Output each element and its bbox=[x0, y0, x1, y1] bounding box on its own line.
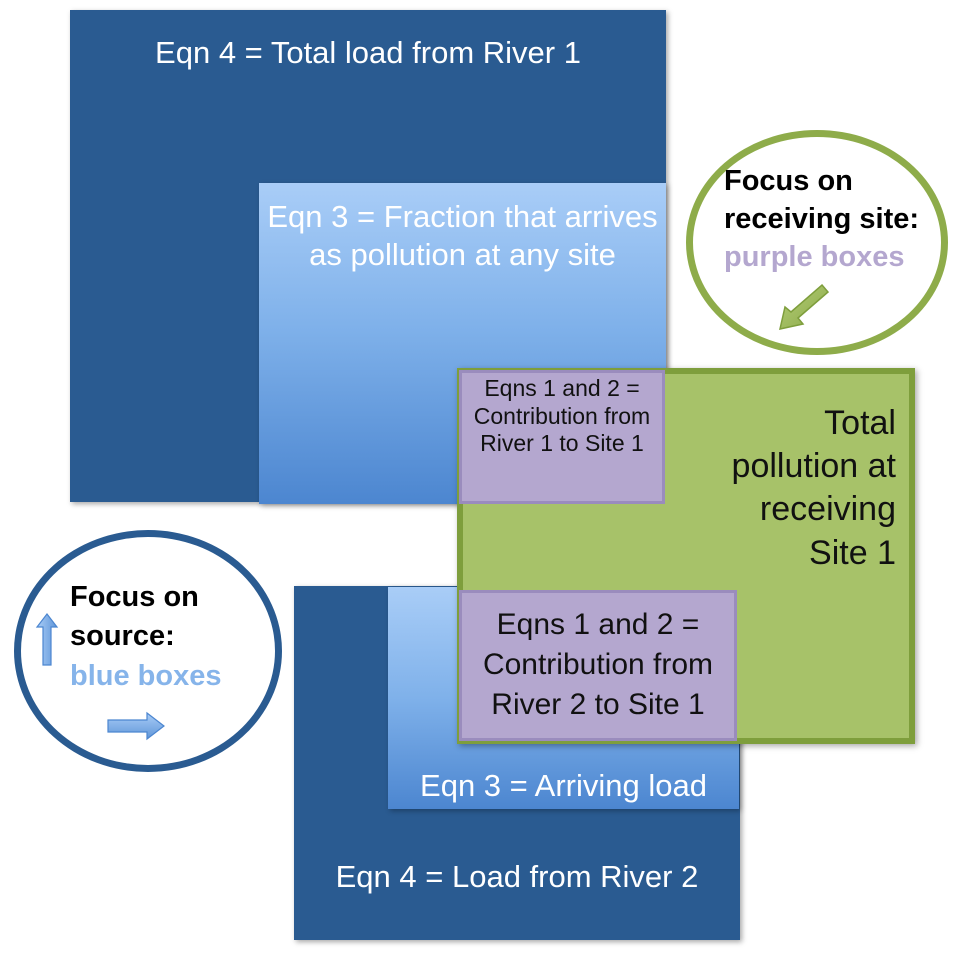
focus-source-line2: source: bbox=[70, 620, 175, 652]
river2-contribution-box bbox=[459, 590, 737, 741]
site1-total-pollution-label: Total pollution at receiving Site 1 bbox=[731, 404, 896, 572]
focus-source-line3: blue boxes bbox=[70, 660, 222, 692]
river1-contribution-label: Eqns 1 and 2 = Contribution from River 1… bbox=[473, 375, 651, 457]
river1-fraction-label: Eqn 3 = Fraction that arrives as polluti… bbox=[267, 199, 658, 272]
focus-receiving-circle bbox=[686, 130, 948, 355]
arrow-up-icon bbox=[35, 613, 59, 666]
focus-receiving-line3: purple boxes bbox=[724, 241, 905, 273]
arrow-down-left-icon bbox=[779, 283, 830, 330]
river1-contribution-box bbox=[459, 370, 665, 504]
river2-arriving-load-label: Eqn 3 = Arriving load bbox=[420, 768, 707, 803]
river1-total-load-label: Eqn 4 = Total load from River 1 bbox=[155, 35, 581, 70]
focus-receiving-line2: receiving site: bbox=[724, 203, 920, 235]
arrow-right-icon bbox=[107, 711, 165, 741]
river2-load-label: Eqn 4 = Load from River 2 bbox=[335, 859, 699, 894]
focus-source-line1: Focus on bbox=[70, 581, 199, 613]
river2-contribution-label: Eqns 1 and 2 = Contribution from River 2… bbox=[482, 608, 714, 721]
focus-receiving-line1: Focus on bbox=[724, 165, 853, 197]
